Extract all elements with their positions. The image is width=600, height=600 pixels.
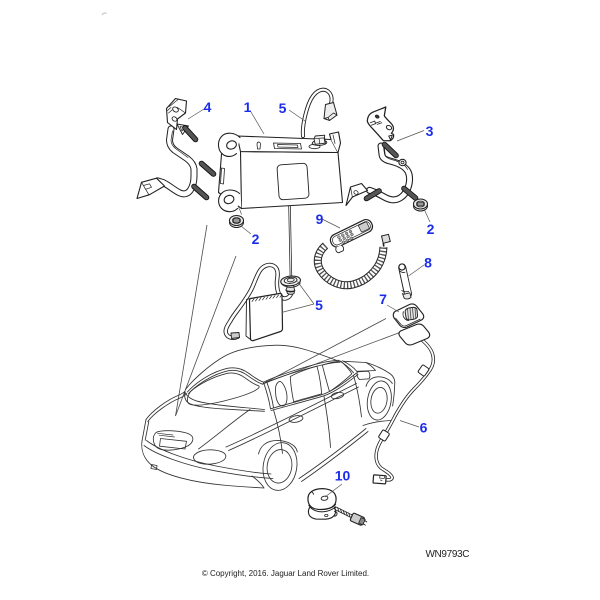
svg-text:2: 2 — [427, 221, 435, 237]
svg-text:WN9793C: WN9793C — [425, 549, 469, 560]
svg-text:5: 5 — [315, 297, 323, 313]
svg-text:3: 3 — [426, 123, 434, 139]
svg-text:1: 1 — [244, 99, 252, 115]
svg-text:7: 7 — [379, 291, 387, 307]
svg-text:6: 6 — [420, 420, 428, 436]
svg-text:© Copyright, 2016. Jaguar Land: © Copyright, 2016. Jaguar Land Rover Lim… — [202, 569, 369, 578]
svg-text:8: 8 — [424, 255, 432, 271]
svg-text:2: 2 — [252, 231, 260, 247]
svg-text:9: 9 — [316, 211, 324, 227]
svg-text:10: 10 — [335, 468, 351, 484]
svg-text:4: 4 — [204, 99, 212, 115]
svg-text:5: 5 — [279, 100, 287, 116]
